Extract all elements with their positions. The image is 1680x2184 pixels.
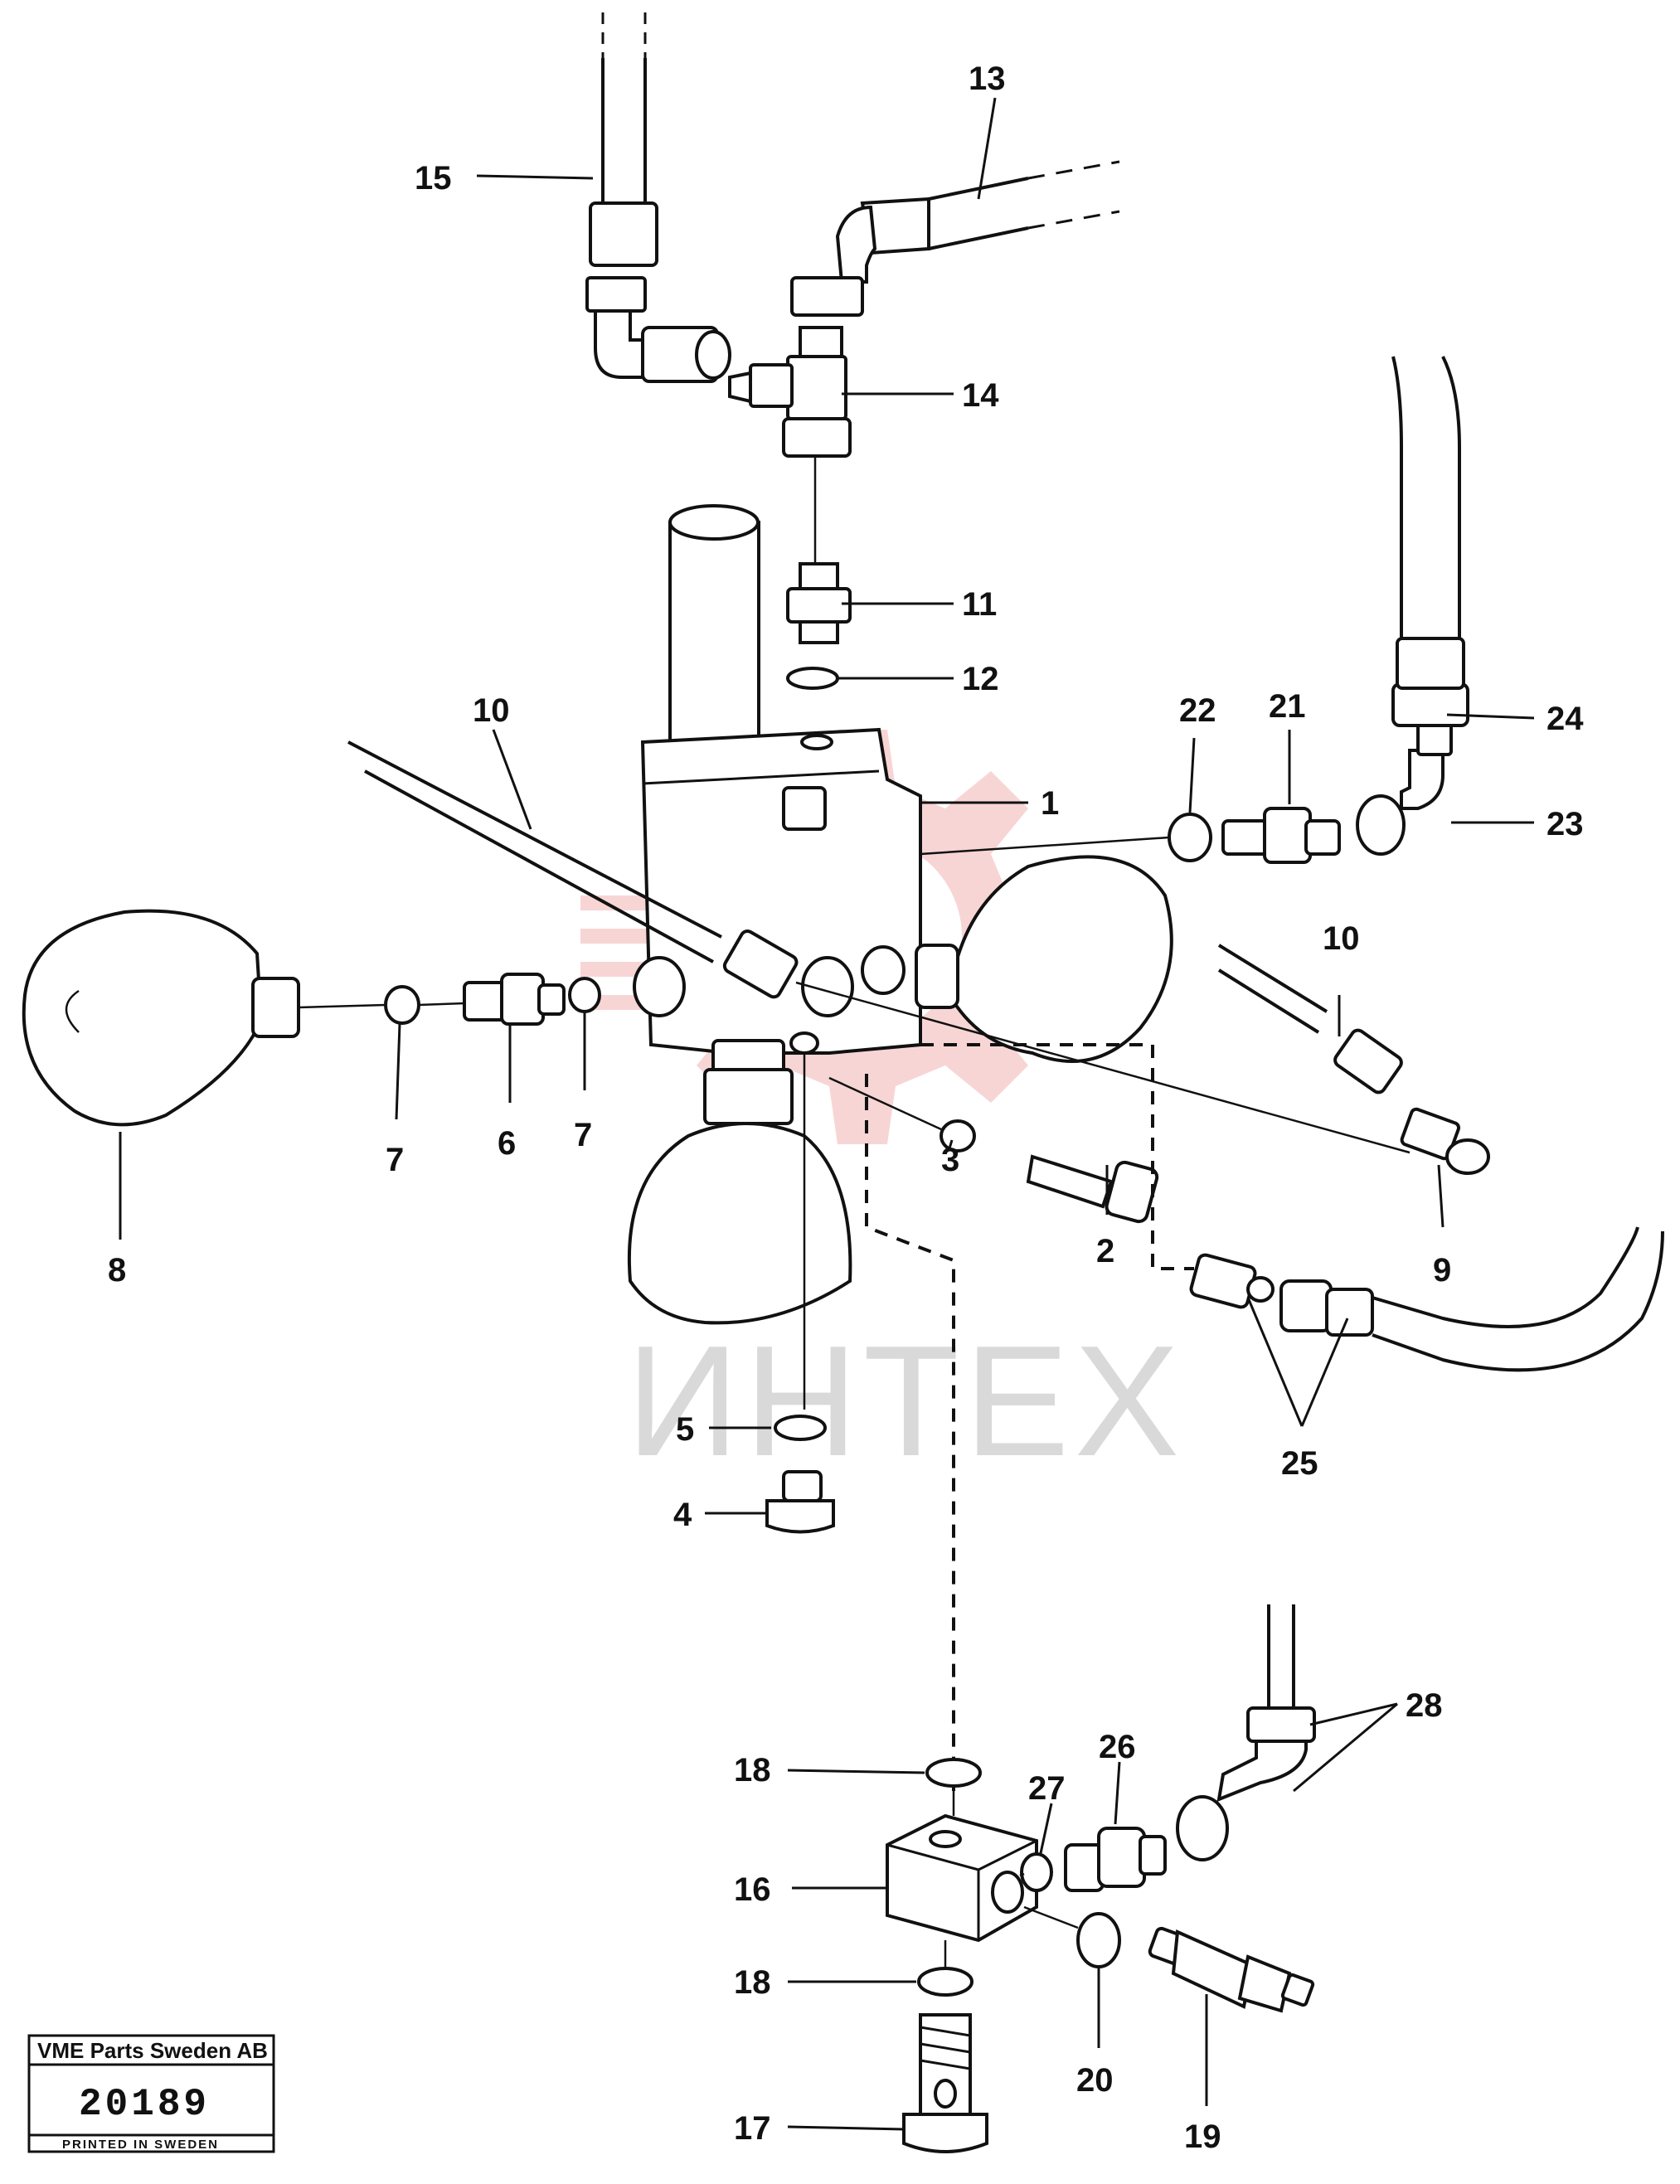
swivel-fitting-9 (1400, 1107, 1490, 1175)
elbow-23 (1356, 749, 1445, 856)
leader-lines (119, 97, 1535, 2131)
callout-11: 11 (962, 586, 997, 623)
callout-26: 26 (1099, 1729, 1136, 1765)
callout-7-left: 7 (386, 1142, 404, 1178)
callout-16: 16 (734, 1871, 771, 1908)
washer-5 (774, 1415, 827, 1441)
callout-24: 24 (1546, 701, 1584, 737)
adapter-11 (786, 456, 852, 644)
callout-22: 22 (1179, 692, 1216, 729)
callout-27: 27 (1028, 1770, 1066, 1807)
stamp-company: VME Parts Sweden AB (37, 2038, 268, 2063)
callout-3: 3 (941, 1142, 959, 1178)
callout-5: 5 (676, 1411, 694, 1448)
hose-13 (790, 160, 1120, 317)
callout-18-bottom: 18 (734, 1964, 771, 2001)
washer-7-left (384, 985, 420, 1025)
bolt-2 (1026, 1154, 1159, 1224)
dashed-line-25 (920, 1043, 1194, 1270)
tee-fitting-14 (728, 326, 852, 458)
hose-10-right (1217, 944, 1403, 1094)
washer-18-bottom (917, 1967, 974, 1997)
callout-8: 8 (108, 1252, 126, 1289)
callout-25: 25 (1281, 1445, 1318, 1482)
hose-24 (1391, 356, 1469, 756)
callout-2: 2 (1096, 1233, 1114, 1269)
callout-21: 21 (1269, 688, 1306, 725)
callout-10-right: 10 (1323, 920, 1360, 957)
callout-18-top: 18 (734, 1752, 771, 1788)
callout-7-right: 7 (574, 1117, 592, 1153)
callout-19: 19 (1184, 2118, 1221, 2155)
elbow-28 (1176, 1604, 1316, 1861)
accumulator-8 (22, 909, 386, 1127)
callout-23: 23 (1546, 806, 1584, 842)
callout-20: 20 (1076, 2062, 1114, 2099)
accumulator-bottom (627, 1039, 852, 1325)
callout-28: 28 (1406, 1687, 1443, 1724)
callout-12: 12 (962, 661, 999, 697)
washer-3 (940, 1119, 976, 1153)
block-16 (886, 1813, 1038, 1943)
washer-22 (1168, 813, 1212, 862)
accumulator-right (915, 855, 1173, 1063)
callout-4: 4 (673, 1497, 692, 1533)
hose-15 (585, 12, 731, 383)
washer-12 (786, 667, 839, 690)
callout-9: 9 (1433, 1252, 1451, 1289)
nipple-26 (1064, 1827, 1167, 1892)
nipple-6 (418, 973, 566, 1026)
callout-14: 14 (962, 377, 999, 414)
stamp-box: VME Parts Sweden AB 20189 PRINTED IN SWE… (27, 2034, 275, 2153)
hose-25 (1189, 1226, 1664, 1372)
valve-body-1 (633, 504, 922, 1055)
callout-17: 17 (734, 2110, 771, 2147)
washer-20 (1076, 1912, 1121, 1968)
washer-18-top (925, 1758, 982, 1788)
washer-27 (1020, 1852, 1053, 1892)
callout-1: 1 (1041, 785, 1059, 822)
callout-15: 15 (415, 160, 452, 197)
banjo-bolt-17 (902, 2013, 988, 2153)
pressure-switch-19 (1148, 1926, 1315, 2013)
dashed-line-16 (865, 1074, 955, 1791)
callout-6: 6 (498, 1125, 516, 1162)
plug-4 (765, 1470, 835, 1534)
washer-7-right (568, 977, 601, 1013)
stamp-printed: PRINTED IN SWEDEN (62, 2138, 219, 2152)
watermark-text: ИНТЕХ (626, 1313, 1184, 1489)
stamp-number: 20189 (79, 2083, 210, 2126)
nipple-21 (1221, 807, 1341, 864)
hose-10-left (347, 740, 1411, 1154)
callout-10-left: 10 (473, 692, 510, 729)
callout-13: 13 (969, 61, 1006, 97)
